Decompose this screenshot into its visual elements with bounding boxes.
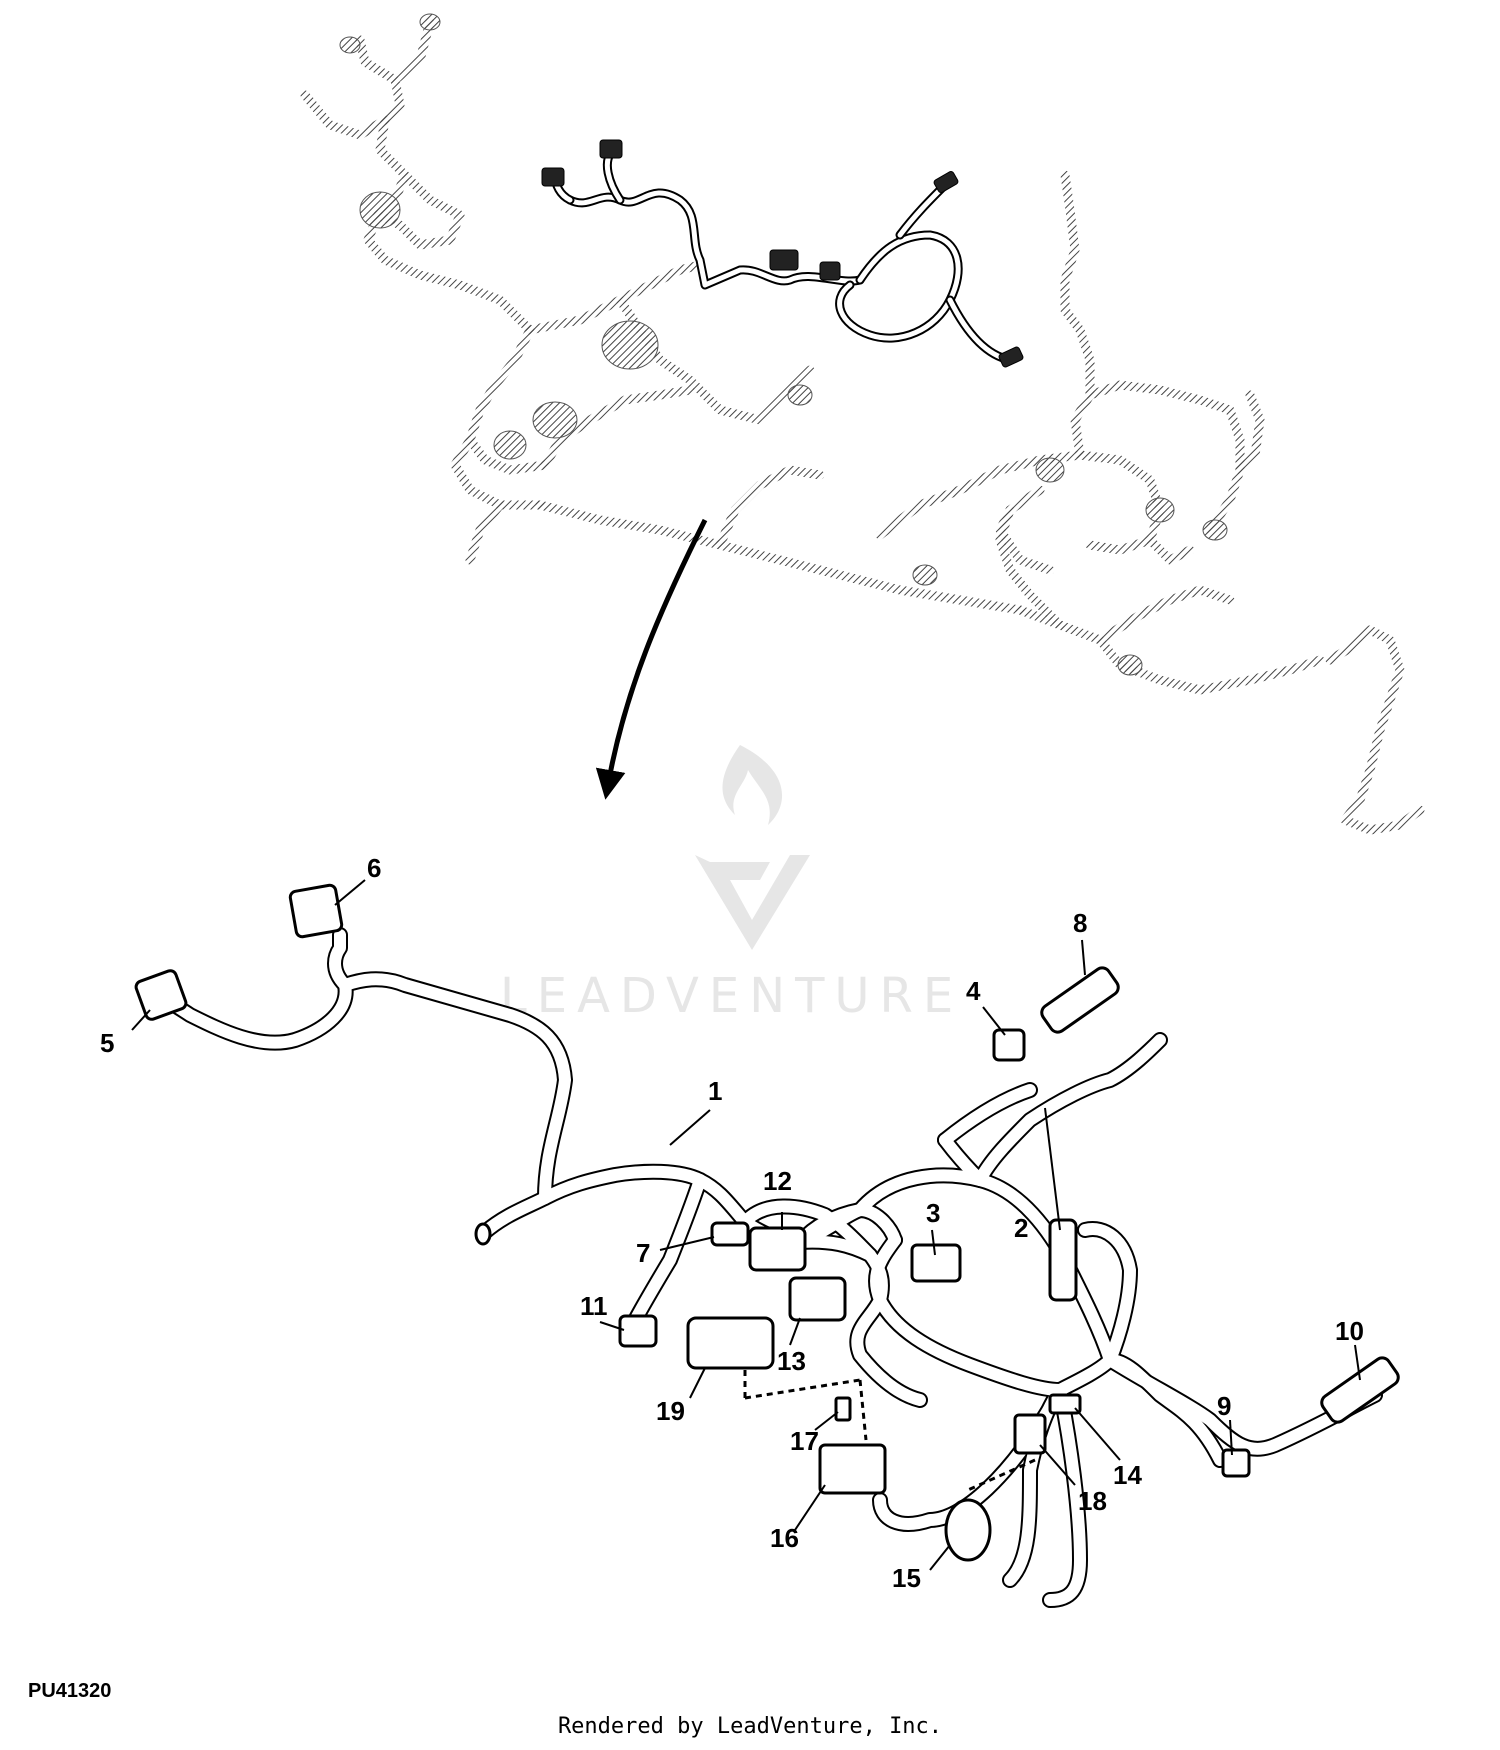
detail-harness: [152, 927, 1383, 1608]
callout-10: 10: [1335, 1316, 1364, 1346]
connector-5: [134, 969, 188, 1021]
detail-arrow: [595, 518, 708, 800]
callout-7: 7: [636, 1238, 650, 1268]
watermark: LEADVENTURE: [500, 745, 963, 1024]
highlighted-subharness-connectors: [541, 139, 1024, 368]
connector-14: [1048, 1393, 1082, 1415]
watermark-flame-icon: [722, 745, 783, 825]
watermark-v-icon: [695, 855, 810, 950]
callout-14: 14: [1113, 1460, 1142, 1490]
connector-8: [1040, 966, 1120, 1034]
connector-4: [992, 1028, 1026, 1062]
connector-10: [1320, 1356, 1400, 1424]
callout-13: 13: [777, 1346, 806, 1376]
callout-3: 3: [926, 1198, 940, 1228]
highlighted-subharness: [550, 143, 1015, 365]
watermark-text: LEADVENTURE: [500, 968, 963, 1024]
callout-16: 16: [770, 1523, 799, 1553]
callout-12: 12: [763, 1166, 792, 1196]
connector-11: [618, 1314, 658, 1348]
callout-4: 4: [966, 976, 981, 1006]
connector-18: [1013, 1413, 1047, 1455]
connector-19: [686, 1316, 775, 1370]
connector-13: [788, 1276, 847, 1322]
callout-15: 15: [892, 1563, 921, 1593]
callout-1: 1: [708, 1076, 722, 1106]
callout-19: 19: [656, 1396, 685, 1426]
callout-18: 18: [1078, 1486, 1107, 1516]
callout-17: 17: [790, 1426, 819, 1456]
overall-harness-outline: [300, 13, 1425, 835]
callout-9: 9: [1217, 1391, 1231, 1421]
connector-2: [1048, 1218, 1078, 1302]
callout-5: 5: [100, 1028, 114, 1058]
callout-8: 8: [1073, 908, 1087, 938]
connector-7: [710, 1221, 750, 1247]
leader-lines: [131, 879, 1361, 1571]
connector-17: [834, 1396, 852, 1422]
figure-id: PU41320: [28, 1680, 112, 1702]
callout-11: 11: [580, 1291, 608, 1321]
connector-12: [748, 1226, 807, 1272]
connector-16: [818, 1443, 887, 1495]
render-credit: Rendered by LeadVenture, Inc.: [557, 1714, 943, 1739]
connector-9: [1221, 1448, 1251, 1478]
callout-2: 2: [1014, 1213, 1028, 1243]
callout-6: 6: [367, 853, 381, 883]
connector-3: [910, 1243, 962, 1283]
connector-15: [944, 1498, 992, 1562]
connector-6: [288, 883, 344, 939]
detail-connectors: [134, 883, 1400, 1562]
callout-labels: 1 2 3 4 5 6 7 8 9 10 11 12 13 14 15 16 1…: [100, 853, 1364, 1593]
